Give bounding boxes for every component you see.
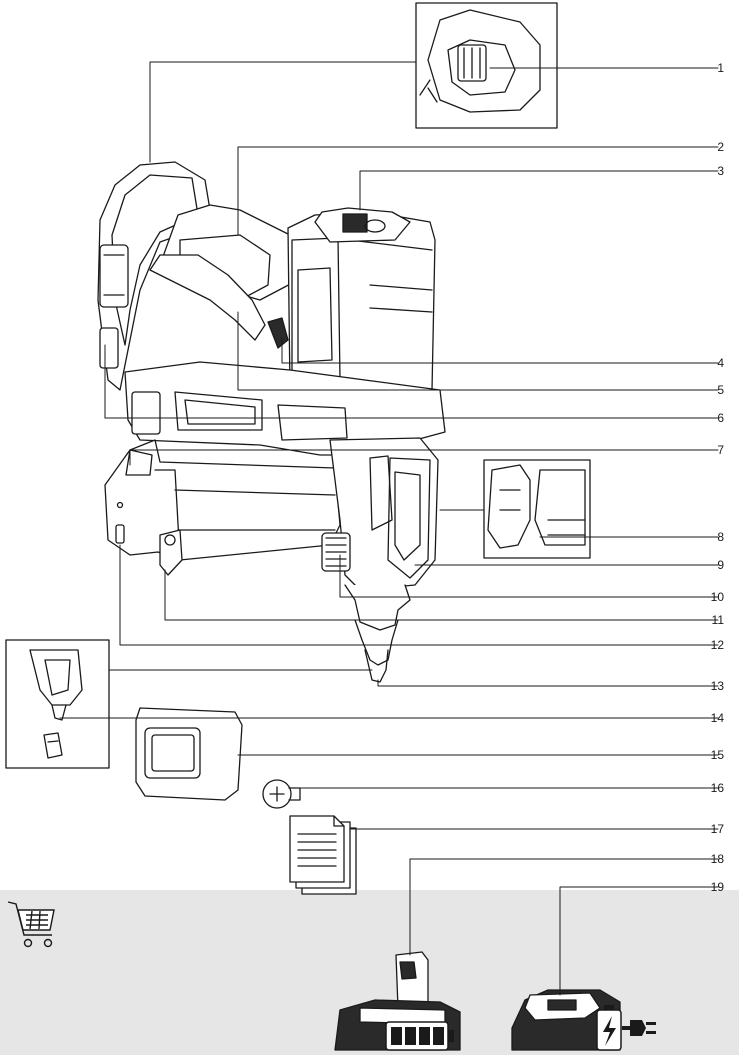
callout-2: 2 <box>700 140 724 154</box>
inset-box-8 <box>484 460 590 558</box>
callout-13: 13 <box>700 679 724 693</box>
callout-9: 9 <box>700 558 724 572</box>
battery-level-icon <box>386 1022 454 1050</box>
inset-box-14 <box>6 640 109 768</box>
shopping-cart-icon <box>8 902 54 947</box>
callout-11: 11 <box>700 613 724 627</box>
callout-4: 4 <box>700 356 724 370</box>
callout-17: 17 <box>700 822 724 836</box>
callout-12: 12 <box>700 638 724 652</box>
callout-1: 1 <box>700 61 724 75</box>
callout-19: 19 <box>700 880 724 894</box>
callout-18: 18 <box>700 852 724 866</box>
plug-icon <box>622 1020 656 1036</box>
lightning-icon <box>597 1005 621 1050</box>
callout-3: 3 <box>700 164 724 178</box>
screw <box>263 780 300 808</box>
callout-14: 14 <box>700 711 724 725</box>
callout-5: 5 <box>700 383 724 397</box>
callout-8: 8 <box>700 530 724 544</box>
spare-belt-hook <box>136 708 242 800</box>
nailer-body <box>98 162 445 682</box>
callout-15: 15 <box>700 748 724 762</box>
callout-16: 16 <box>700 781 724 795</box>
inset-box-1 <box>416 3 557 128</box>
manual <box>290 816 356 894</box>
callout-6: 6 <box>700 411 724 425</box>
callout-7: 7 <box>700 443 724 457</box>
callout-10: 10 <box>700 590 724 604</box>
